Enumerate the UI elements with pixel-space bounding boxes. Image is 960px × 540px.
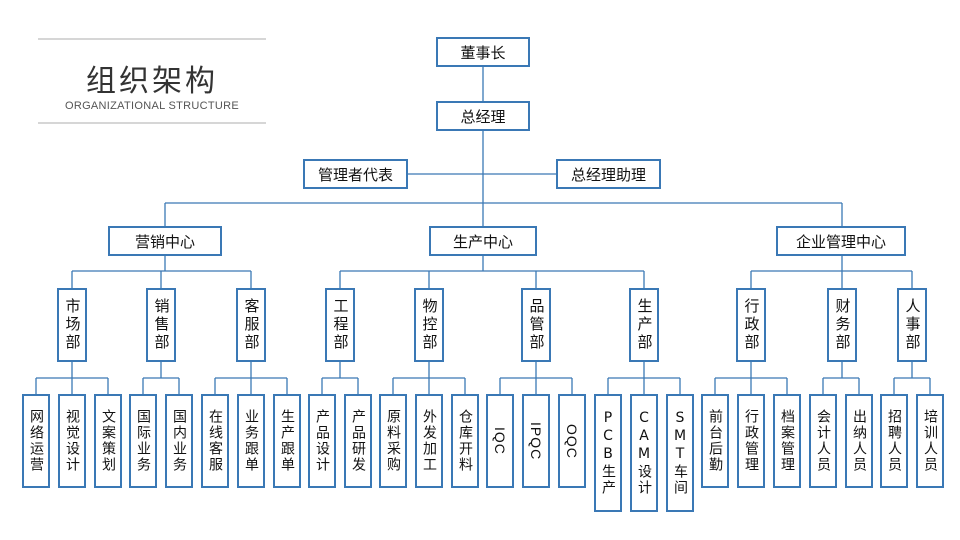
team-label: 行政管理	[743, 409, 759, 473]
team-label: 业务跟单	[243, 409, 259, 473]
box-team-oqc: OQC	[558, 394, 586, 488]
team-label: 网络运营	[28, 409, 44, 473]
box-team: 仓库开料	[451, 394, 479, 488]
box-team: 国内业务	[165, 394, 193, 488]
box-team-ipqc: IPQC	[522, 394, 550, 488]
team-label: 国际业务	[135, 409, 151, 473]
team-label: SMT车间	[672, 410, 688, 496]
center-label: 营销中心	[134, 232, 195, 251]
box-team: 视觉设计	[58, 394, 86, 488]
box-dept-quality: 品管部	[521, 288, 551, 362]
box-team: 生产跟单	[273, 394, 301, 488]
team-label: 招聘人员	[886, 409, 902, 473]
team-label: 外发加工	[421, 409, 437, 473]
box-management-rep: 管理者代表	[303, 159, 408, 189]
box-center-production: 生产中心	[429, 226, 537, 256]
page-title: 组织架构	[86, 64, 218, 99]
gm-label: 总经理	[460, 107, 506, 126]
box-dept-hr: 人事部	[897, 288, 927, 362]
box-gm-assistant: 总经理助理	[556, 159, 661, 189]
dept-label: 行政部	[742, 298, 761, 352]
box-dept-service: 客服部	[236, 288, 266, 362]
team-label: 生产跟单	[279, 409, 295, 473]
box-center-management: 企业管理中心	[776, 226, 906, 256]
dept-label: 物控部	[420, 298, 439, 352]
team-label: PCB生产	[600, 410, 616, 496]
box-team: 文案策划	[94, 394, 122, 488]
team-label: 文案策划	[100, 409, 116, 473]
center-label: 生产中心	[452, 232, 513, 251]
team-label: CAM设计	[636, 410, 652, 496]
box-general-manager: 总经理	[436, 101, 530, 131]
box-chairman: 董事长	[436, 37, 530, 67]
dept-label: 品管部	[527, 298, 546, 352]
box-team: 档案管理	[773, 394, 801, 488]
team-label: IPQC	[528, 421, 544, 461]
box-dept-production: 生产部	[629, 288, 659, 362]
dept-label: 市场部	[63, 298, 82, 352]
team-label: 仓库开料	[457, 409, 473, 473]
box-team: 在线客服	[201, 394, 229, 488]
box-team: 产品研发	[344, 394, 372, 488]
box-team: CAM设计	[630, 394, 658, 512]
box-dept-finance: 财务部	[827, 288, 857, 362]
team-label: IQC	[492, 427, 508, 455]
team-label: 产品研发	[350, 409, 366, 473]
dept-label: 财务部	[833, 298, 852, 352]
box-dept-engineering: 工程部	[325, 288, 355, 362]
box-team: 前台后勤	[701, 394, 729, 488]
dept-label: 生产部	[635, 298, 654, 352]
box-team: 业务跟单	[237, 394, 265, 488]
title-bottom-rule	[38, 122, 266, 124]
box-team: 出纳人员	[845, 394, 873, 488]
box-dept-admin: 行政部	[736, 288, 766, 362]
box-team: SMT车间	[666, 394, 694, 512]
box-dept-sales: 销售部	[146, 288, 176, 362]
gm-assistant-label: 总经理助理	[570, 165, 646, 184]
team-label: 在线客服	[207, 409, 223, 473]
team-label: 视觉设计	[64, 409, 80, 473]
box-center-marketing: 营销中心	[108, 226, 222, 256]
box-team-iqc: IQC	[486, 394, 514, 488]
team-label: 会计人员	[815, 409, 831, 473]
box-dept-market: 市场部	[57, 288, 87, 362]
box-team: 培训人员	[916, 394, 944, 488]
team-label: 前台后勤	[707, 409, 723, 473]
box-team: 行政管理	[737, 394, 765, 488]
dept-label: 销售部	[152, 298, 171, 352]
team-label: 原料采购	[385, 409, 401, 473]
team-label: 国内业务	[171, 409, 187, 473]
team-label: 培训人员	[922, 409, 938, 473]
team-label: 产品设计	[314, 409, 330, 473]
team-label: 档案管理	[779, 409, 795, 473]
box-team: 招聘人员	[880, 394, 908, 488]
box-team: PCB生产	[594, 394, 622, 512]
box-team: 外发加工	[415, 394, 443, 488]
dept-label: 人事部	[903, 298, 922, 352]
box-dept-material: 物控部	[414, 288, 444, 362]
box-team: 网络运营	[22, 394, 50, 488]
management-rep-label: 管理者代表	[317, 165, 393, 184]
dept-label: 客服部	[242, 298, 261, 352]
team-label: OQC	[564, 423, 580, 459]
center-label: 企业管理中心	[795, 232, 886, 251]
chairman-label: 董事长	[460, 43, 506, 62]
title-block: 组织架构 ORGANIZATIONAL STRUCTURE	[38, 38, 266, 124]
box-team: 国际业务	[129, 394, 157, 488]
team-label: 出纳人员	[851, 409, 867, 473]
title-top-rule	[38, 38, 266, 40]
box-team: 会计人员	[809, 394, 837, 488]
page-subtitle: ORGANIZATIONAL STRUCTURE	[64, 100, 240, 112]
box-team: 原料采购	[379, 394, 407, 488]
box-team: 产品设计	[308, 394, 336, 488]
dept-label: 工程部	[331, 298, 350, 352]
